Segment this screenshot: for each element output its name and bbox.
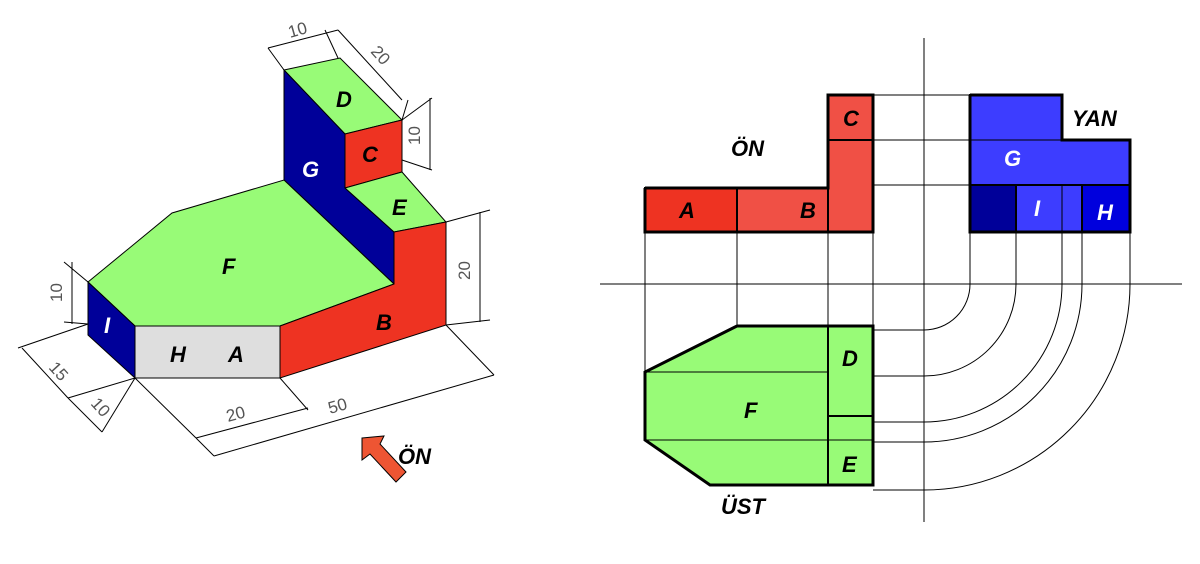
top-d-label: D <box>842 346 858 371</box>
top-view-title: ÜST <box>721 494 767 519</box>
dim-right-20: 20 <box>455 261 474 280</box>
front-direction-arrow: ÖN <box>361 435 432 483</box>
orthographic-views: A B C ÖN G I H YAN F <box>600 38 1182 522</box>
side-view: G I H YAN <box>968 93 1132 234</box>
dim-bottom-20: 20 <box>224 403 247 426</box>
side-i-region <box>1015 184 1083 233</box>
face-e-label: E <box>392 195 408 220</box>
face-h-a <box>134 325 281 379</box>
front-a-label: A <box>678 198 695 223</box>
face-a-label: A <box>227 342 244 367</box>
front-view: A B C ÖN <box>643 93 875 234</box>
iso-dimension-lines <box>17 29 495 457</box>
dim-left-10: 10 <box>47 283 66 302</box>
dim-bottom-50: 50 <box>326 394 349 417</box>
face-d-label: D <box>336 87 352 112</box>
isometric-view: D C G E F B I H A 10 20 10 20 10 15 10 2… <box>17 18 495 483</box>
dim-bottom-15: 15 <box>45 358 72 385</box>
top-e-label: E <box>842 452 858 477</box>
front-b-label: B <box>800 198 816 223</box>
face-i-label: I <box>104 313 111 338</box>
face-b-label: B <box>376 310 392 335</box>
arrow-label: ÖN <box>398 444 432 469</box>
iso-faces <box>87 57 447 380</box>
dim-top-20: 20 <box>367 42 394 69</box>
face-c-label: C <box>362 142 379 167</box>
arrow-icon <box>361 435 407 483</box>
side-g-label: G <box>1004 146 1021 171</box>
face-f-label: F <box>222 254 236 279</box>
front-view-title: ÖN <box>731 136 765 161</box>
side-h-label: H <box>1097 200 1114 225</box>
top-f-label: F <box>744 398 758 423</box>
top-d-region <box>827 325 874 417</box>
front-c-label: C <box>843 106 860 131</box>
face-h-label: H <box>170 342 187 367</box>
face-g-label: G <box>302 157 319 182</box>
dim-right-10: 10 <box>405 126 424 145</box>
top-e-region <box>827 415 874 486</box>
side-dark-region <box>969 184 1017 233</box>
dim-top-10: 10 <box>286 18 309 41</box>
dim-bottom-10: 10 <box>87 394 114 421</box>
top-view: F D E ÜST <box>643 324 875 519</box>
top-f-region <box>644 325 829 486</box>
side-i-label: I <box>1034 196 1041 221</box>
iso-face-labels: D C G E F B I H A <box>104 87 408 367</box>
side-view-title: YAN <box>1072 106 1118 131</box>
